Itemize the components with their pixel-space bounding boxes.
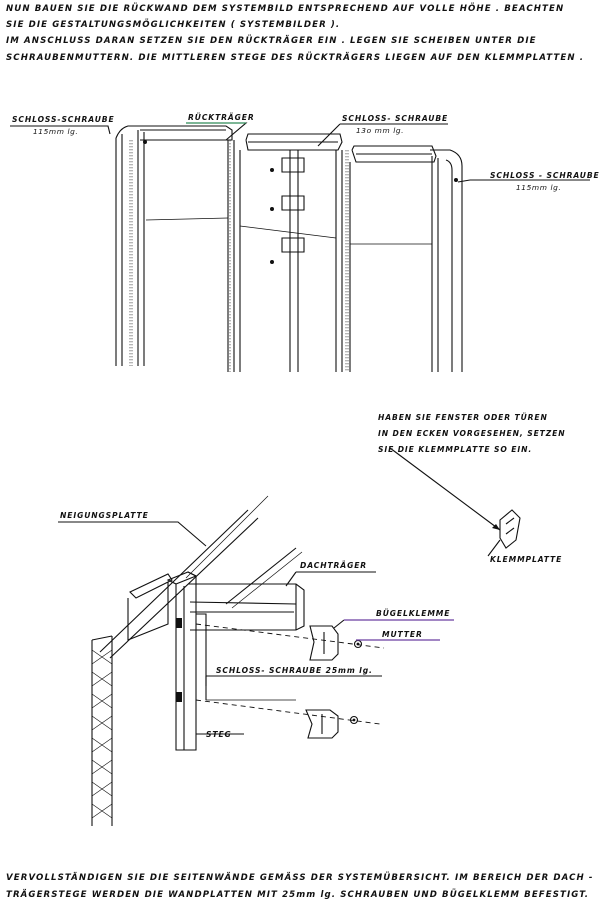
label-schloss-schraube-right: SCHLOSS - SCHRAUBE xyxy=(490,171,600,180)
label-schloss-schraube-right-length: 115mm lg. xyxy=(516,183,562,192)
note-line-2: IN DEN ECKEN VORGESEHEN, SETZEN xyxy=(378,429,566,438)
label-schloss-schraube-left-length: 115mm lg. xyxy=(33,127,79,136)
label-schloss-schraube-mid-length: 13o mm lg. xyxy=(356,126,405,135)
label-neigungsplatte: NEIGUNGSPLATTE xyxy=(60,511,149,520)
label-mutter: MUTTER xyxy=(382,630,423,639)
outro-line-2: TRÄGERSTEGE WERDEN DIE WANDPLATTEN MIT 2… xyxy=(6,890,590,900)
intro-line-2: SIE DIE GESTALTUNGSMÖGLICHKEITEN ( SYSTE… xyxy=(6,20,341,30)
note-line-1: HABEN SIE FENSTER ODER TÜREN xyxy=(378,413,548,422)
label-schloss-schraube-25: SCHLOSS- SCHRAUBE 25mm lg. xyxy=(216,666,373,675)
intro-line-3: IM ANSCHLUSS DARAN SETZEN SIE DEN RÜCKTR… xyxy=(6,36,537,46)
label-steg: STEG xyxy=(206,730,232,739)
label-ruecktraeger: RÜCKTRÄGER xyxy=(188,113,255,122)
label-buegelklemme: BÜGELKLEMME xyxy=(376,609,451,618)
label-schloss-schraube-left: SCHLOSS-SCHRAUBE xyxy=(12,115,115,124)
label-dachtraeger: DACHTRÄGER xyxy=(300,561,368,570)
intro-line-4: SCHRAUBENMUTTERN. DIE MITTLEREN STEGE DE… xyxy=(6,53,585,63)
label-schloss-schraube-mid: SCHLOSS- SCHRAUBE xyxy=(342,114,449,123)
outro-line-1: VERVOLLSTÄNDIGEN SIE DIE SEITENWÄNDE GEM… xyxy=(6,873,594,883)
label-klemmplatte: KLEMMPLATTE xyxy=(490,555,563,564)
intro-line-1: NUN BAUEN SIE DIE RÜCKWAND DEM SYSTEMBIL… xyxy=(6,4,565,14)
note-line-3: SIE DIE KLEMMPLATTE SO EIN. xyxy=(378,445,533,454)
